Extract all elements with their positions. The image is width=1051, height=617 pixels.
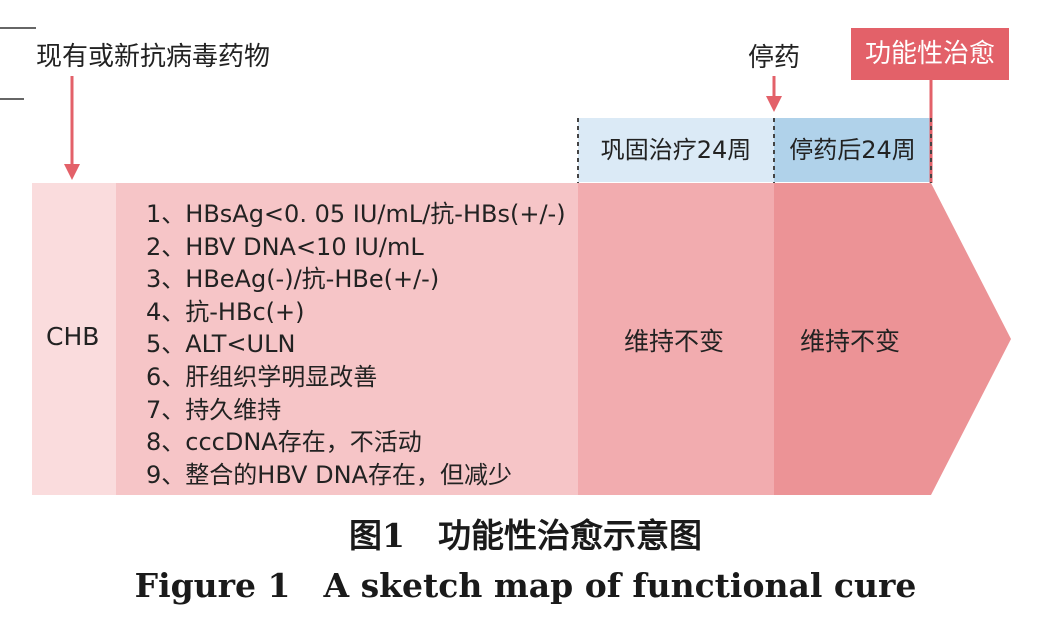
criteria-item: 7、持久维持 (146, 395, 282, 424)
maintain-block-1 (578, 183, 774, 495)
band-post-stop: 停药后24周 (774, 118, 931, 182)
stop-drug-label: 停药 (748, 43, 801, 73)
functional-cure-badge: 功能性治愈 (851, 28, 1009, 80)
start-drug-label: 现有或新抗病毒药物 (36, 42, 271, 72)
criteria-item: 3、HBeAg(-)/抗-HBe(+/-) (146, 265, 440, 294)
criteria-item: 2、HBV DNA<10 IU/mL (146, 232, 424, 261)
maintain-block-2-arrow (774, 183, 1011, 495)
criteria-block (116, 183, 578, 495)
criteria-item: 6、肝组织学明显改善 (146, 362, 378, 391)
criteria-item: 4、抗-HBc(+) (146, 297, 305, 326)
mid-rule (0, 98, 24, 100)
band-consolidation: 巩固治疗24周 (578, 118, 774, 182)
caption-cn: 图1 功能性治愈示意图 (349, 516, 702, 555)
caption-en: Figure 1 A sketch map of functional cure (134, 566, 917, 605)
criteria-item: 8、cccDNA存在，不活动 (146, 428, 422, 457)
criteria-item: 5、ALT<ULN (146, 330, 296, 359)
maintain-label-1: 维持不变 (624, 327, 725, 356)
maintain-label-2: 维持不变 (800, 327, 901, 356)
criteria-list: 1、HBsAg<0. 05 IU/mL/抗-HBs(+/-) 2、HBV DNA<… (146, 198, 566, 491)
stop-arrow-head (766, 96, 782, 112)
chb-block (32, 183, 116, 495)
top-rule (0, 27, 36, 29)
start-arrow-head (64, 164, 80, 180)
chb-label: CHB (46, 322, 100, 351)
criteria-item: 9、整合的HBV DNA存在，但减少 (146, 460, 512, 489)
criteria-item: 1、HBsAg<0. 05 IU/mL/抗-HBs(+/-) (146, 200, 566, 228)
